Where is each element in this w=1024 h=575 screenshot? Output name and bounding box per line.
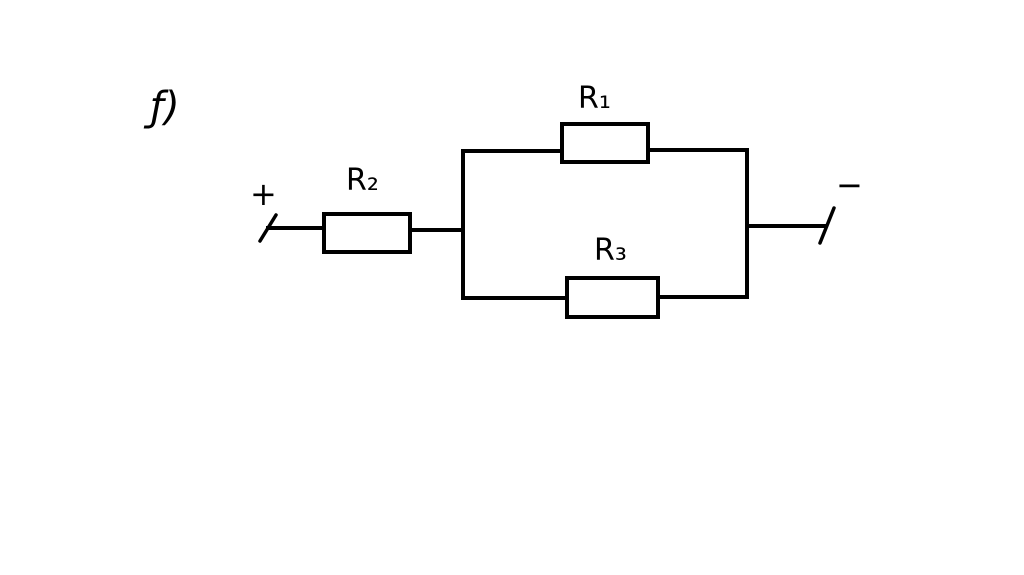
figure-label: ƒ) — [143, 84, 180, 130]
resistor-r1 — [560, 122, 650, 164]
resistor-r2 — [322, 212, 412, 254]
resistor-r3-label: R₃ — [594, 233, 627, 268]
positive-terminal-label: + — [250, 175, 277, 213]
negative-terminal-label: − — [836, 166, 863, 204]
negative-terminal — [818, 206, 836, 245]
resistor-r3 — [565, 276, 660, 319]
resistor-r1-label: R₁ — [578, 81, 611, 116]
resistor-r2-label: R₂ — [346, 163, 379, 198]
